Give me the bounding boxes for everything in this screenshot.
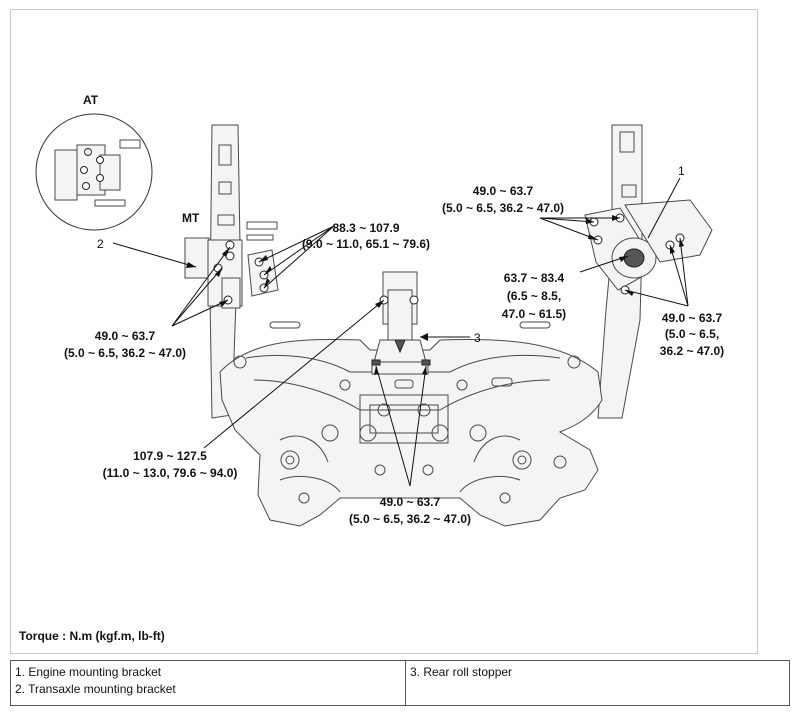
figure-frame <box>10 9 758 654</box>
torque-far-right-line3: 36.2 ~ 47.0) <box>660 344 724 358</box>
legend-table: 1. Engine mounting bracket 2. Transaxle … <box>10 660 790 706</box>
callout-2: 2 <box>97 237 104 251</box>
transaxle-mounting-bracket <box>184 237 279 309</box>
torque-far-right-line2: (5.0 ~ 6.5, <box>665 327 719 341</box>
callout-1: 1 <box>678 164 685 178</box>
torque-far-right-line1: 49.0 ~ 63.7 <box>662 311 723 325</box>
label-mt: MT <box>182 211 200 225</box>
torque-center-right-line3: 47.0 ~ 61.5) <box>502 307 566 321</box>
torque-center-right-line2: (6.5 ~ 8.5, <box>507 289 561 303</box>
torque-lower-left-line1: 107.9 ~ 127.5 <box>133 449 207 463</box>
torque-top-right-line1: 49.0 ~ 63.7 <box>473 184 534 198</box>
torque-left-line2: (5.0 ~ 6.5, 36.2 ~ 47.0) <box>64 346 186 360</box>
engine-mounting-bracket <box>584 199 713 295</box>
torque-top-mid-line1: 88.3 ~ 107.9 <box>332 221 399 235</box>
torque-top-right-line2: (5.0 ~ 6.5, 36.2 ~ 47.0) <box>442 201 564 215</box>
at-detail-inset <box>35 113 153 231</box>
legend-row: 1. Engine mounting bracket 2. Transaxle … <box>10 660 790 706</box>
rear-roll-stopper <box>371 271 431 375</box>
torque-bottom-line1: 49.0 ~ 63.7 <box>380 495 441 509</box>
torque-left-line1: 49.0 ~ 63.7 <box>95 329 156 343</box>
legend-cell-left: 1. Engine mounting bracket 2. Transaxle … <box>10 660 406 706</box>
torque-lower-left-line2: (11.0 ~ 13.0, 79.6 ~ 94.0) <box>103 466 238 480</box>
torque-bottom-line2: (5.0 ~ 6.5, 36.2 ~ 47.0) <box>349 512 471 526</box>
legend-item-3: 3. Rear roll stopper <box>410 665 513 679</box>
leader-lines <box>112 177 689 487</box>
subframe-drawing <box>209 124 643 527</box>
legend-item-1: 1. Engine mounting bracket <box>15 665 162 679</box>
callout-3: 3 <box>474 331 481 345</box>
label-at: AT <box>83 93 99 107</box>
torque-top-mid-line2: (9.0 ~ 11.0, 65.1 ~ 79.6) <box>302 237 430 251</box>
torque-unit-note: Torque : N.m (kgf.m, lb-ft) <box>19 629 165 643</box>
legend-cell-right: 3. Rear roll stopper <box>405 660 790 706</box>
legend-item-2: 2. Transaxle mounting bracket <box>15 682 176 696</box>
arrow-heads <box>186 215 684 375</box>
torque-center-right-line1: 63.7 ~ 83.4 <box>504 271 565 285</box>
